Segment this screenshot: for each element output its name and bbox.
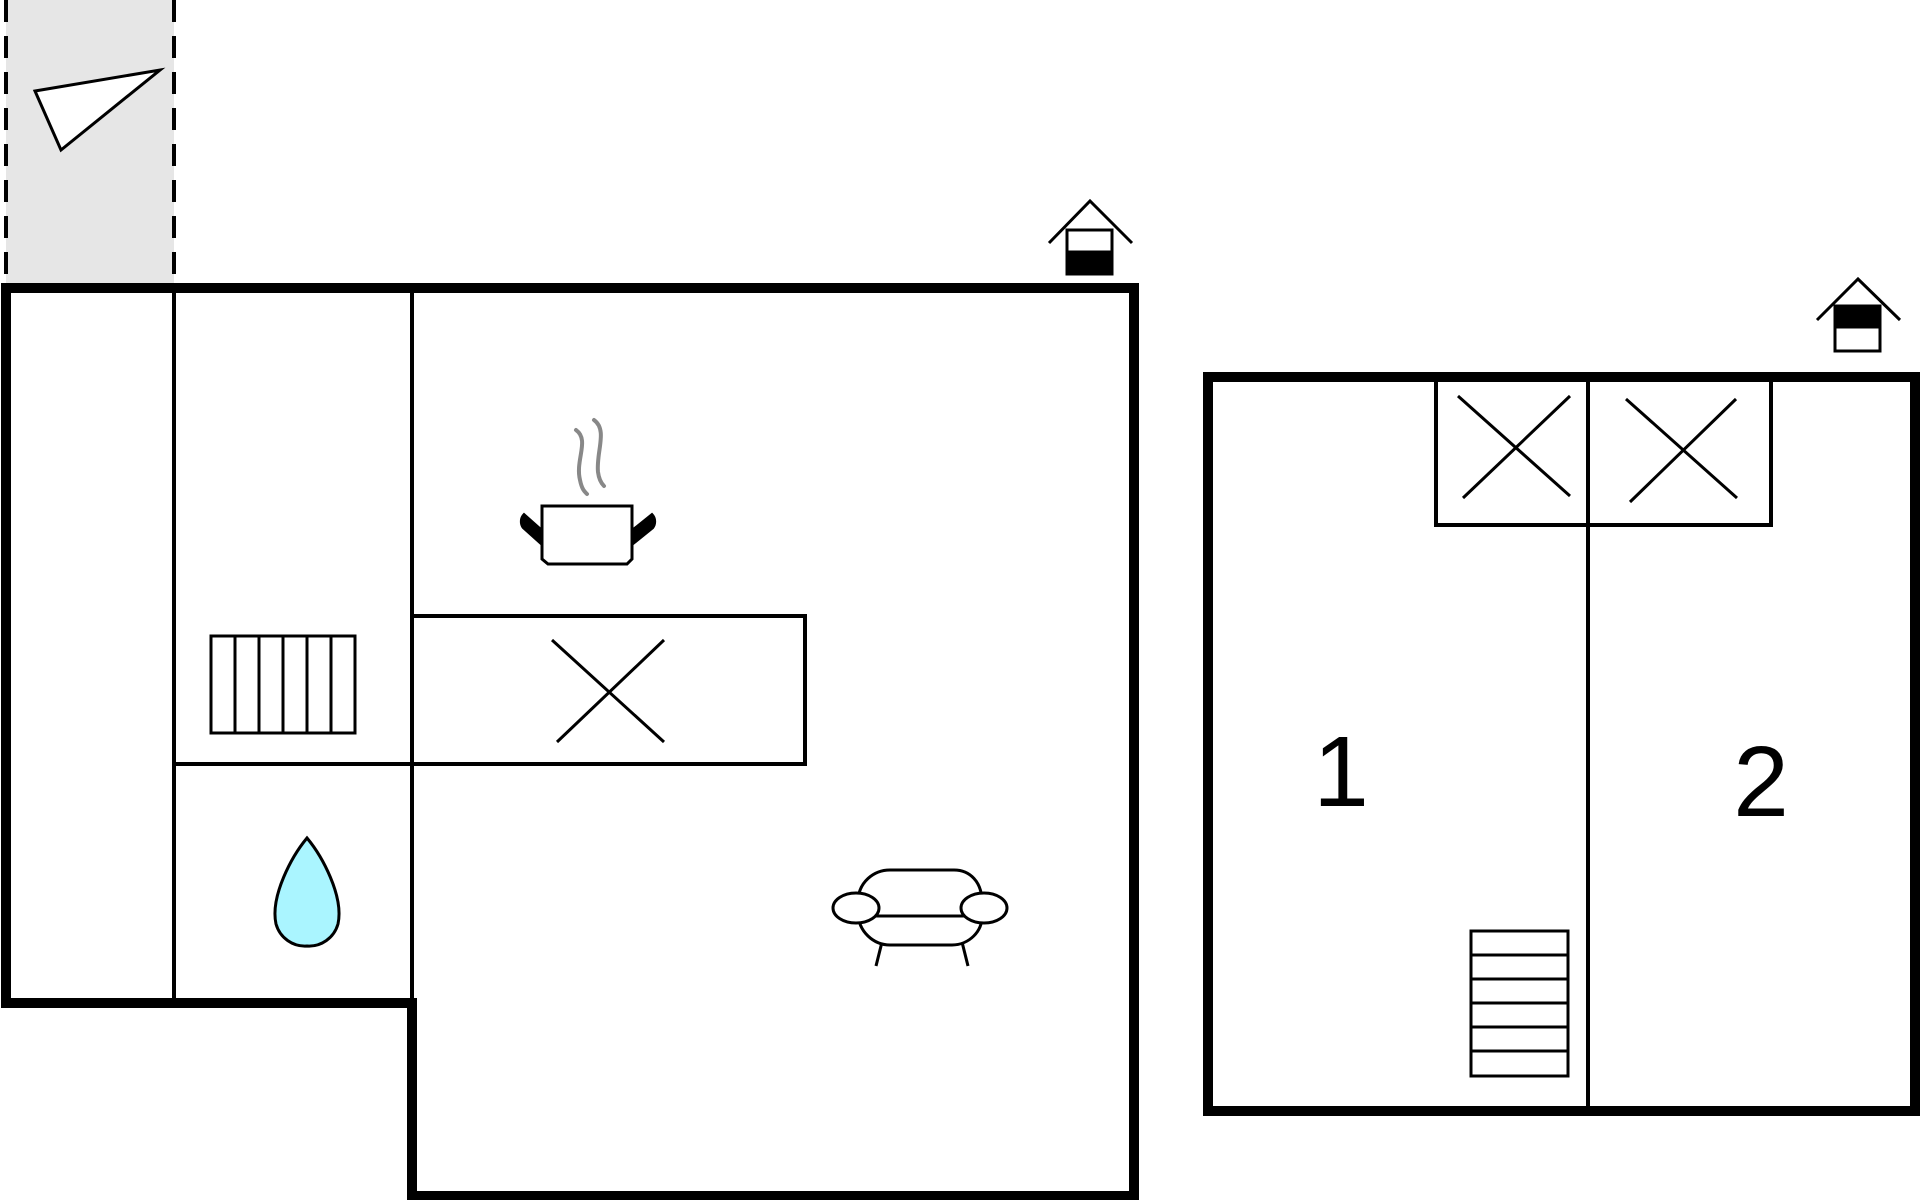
ground-floor-outer-wall <box>1 283 1139 1200</box>
wardrobe-cross <box>1434 375 1590 527</box>
room-2-label: 2 <box>1733 726 1789 838</box>
kitchen-pot-icon <box>519 418 657 566</box>
terrace-area <box>4 0 176 288</box>
upper-floor: 1 2 <box>1203 276 1920 1116</box>
ground-floor <box>1 198 1139 1200</box>
kitchen-counter-cross <box>410 614 807 766</box>
floor-marker-icon <box>1047 198 1134 276</box>
compass-icon <box>32 67 166 153</box>
floor-marker-icon <box>1815 276 1902 353</box>
room-1-label: 1 <box>1313 716 1369 828</box>
wardrobe-cross <box>1586 375 1773 527</box>
sofa-icon <box>831 868 1009 967</box>
radiator-icon <box>209 634 357 735</box>
stairs-icon <box>1469 929 1570 1078</box>
water-drop-icon <box>273 835 341 948</box>
